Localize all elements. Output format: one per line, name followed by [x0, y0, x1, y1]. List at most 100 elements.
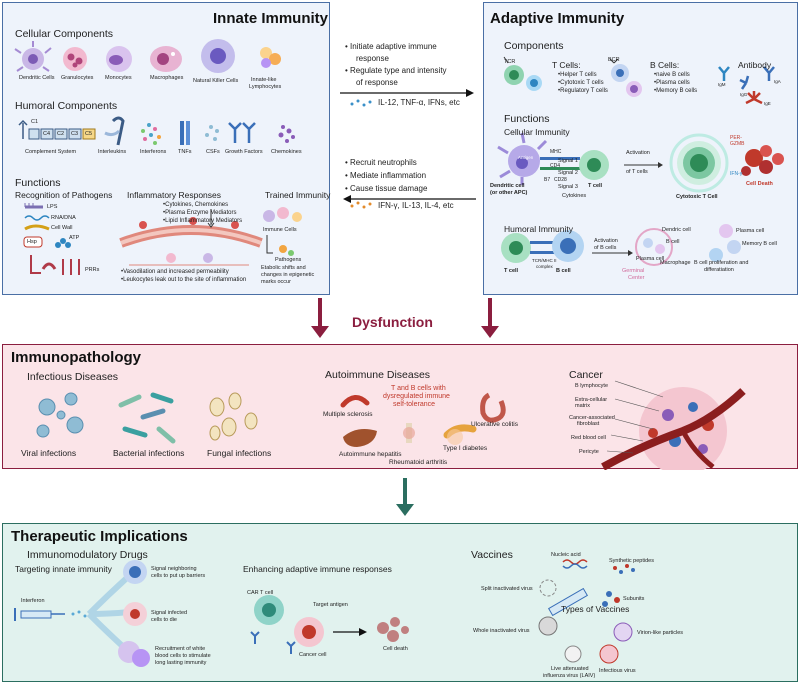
humoral-label-csfs: CSFs — [206, 149, 220, 155]
cell-death-label-thera: Cell death — [383, 646, 408, 652]
bcr-label: BCR — [608, 57, 620, 63]
cell-wall-icon — [24, 224, 50, 231]
vaccine-peptides: Synthetic peptides — [609, 558, 654, 564]
humoral-components-heading: Humoral Components — [15, 100, 118, 112]
cellular-immunity-heading: Cellular Immunity — [504, 127, 570, 137]
germinal-2: Center — [628, 275, 645, 281]
therapeutic-illustrations — [14, 559, 635, 667]
cytotoxic-label: Cytotoxic T Cell — [676, 194, 718, 200]
inflammation-effect-leukocytes: Leukocytes leak out to the site of infla… — [121, 277, 246, 283]
humoral-label-complement: Complement System — [25, 149, 77, 155]
infection-bacterial: Bacterial infections — [113, 448, 185, 458]
b7-label: B7 — [544, 177, 551, 183]
vaccine-types-title: Types of Vaccines — [561, 604, 630, 614]
nucleic-acid-icon — [562, 559, 588, 569]
vaccine-vlp: Virion-like particles — [637, 630, 684, 636]
cell-label-nk: Natural Killer Cells — [193, 78, 239, 84]
b-cell-2-icon — [626, 81, 642, 97]
split-virus-icon — [539, 579, 557, 597]
cellular-components-heading: Cellular Components — [15, 28, 114, 40]
humoral-immunity-heading: Humoral Immunity — [504, 224, 573, 234]
vaccine-laiv-2: influenza virus (LAIV) — [543, 673, 596, 679]
cell-label-lymphocytes: Lymphocytes — [249, 84, 282, 90]
antibody-ige: IgE — [764, 101, 771, 106]
dc-label-1: Dendritic cell — [490, 183, 525, 189]
cancer-caf-1: Cancer-associated — [569, 415, 615, 421]
tnf-icon — [180, 121, 190, 145]
cytotoxic-t-cell-icon — [669, 133, 729, 193]
crosstalk-bottom-bullet-2: Mediate inflammation — [345, 171, 426, 180]
activation-b-2: of B cells — [594, 245, 617, 251]
recognition-prrs: PRRs — [85, 267, 100, 273]
signal-2: Signal 2 — [558, 170, 578, 176]
tcell-helper: Helper T cells — [558, 72, 596, 78]
csf-icon — [205, 125, 219, 141]
laiv-icon — [564, 645, 582, 663]
antibody-decor-icon — [250, 631, 296, 654]
vaccine-whole: Whole inactivated virus — [473, 628, 530, 634]
tcell-cytotoxic: Cytotoxic T cells — [558, 80, 603, 86]
trained-note-3: marks occur — [261, 279, 291, 285]
plasma-cell-label: Plasma cell — [636, 256, 665, 262]
disease-diabetes: Type I diabetes — [443, 445, 488, 452]
b-cell-2-label: B cell — [666, 239, 680, 245]
dead-cell-icon — [377, 617, 409, 642]
dendritic-cell-apc-icon — [497, 132, 548, 185]
vaccine-nucleic-acid: Nucleic acid — [551, 552, 581, 558]
antigen-label: Antigen — [518, 155, 534, 160]
bcell-memory: Memory B cells — [654, 88, 697, 94]
innate-title: Innate Immunity — [213, 10, 329, 27]
pathogen-icon — [279, 245, 294, 256]
bcell-plasma: Plasma cells — [654, 80, 690, 86]
effect-2-line-2: cells to die — [151, 617, 177, 623]
mhc2-2: complex — [536, 264, 553, 269]
adaptive-illustrations — [497, 56, 784, 266]
infectious-heading: Infectious Diseases — [27, 371, 119, 383]
cell-label-macrophages: Macrophages — [150, 75, 184, 81]
signal-1: Signal 1 — [558, 158, 578, 164]
antibody-label: Antibody — [738, 60, 772, 70]
effect-3-line-1: Recruitment of white — [155, 646, 206, 652]
cancer-cell-label: Cancer cell — [299, 652, 327, 658]
liver-icon — [343, 429, 377, 447]
cytokines-label: Cytokines — [562, 193, 587, 199]
effect-1-line-1: Signal neighboring — [151, 566, 197, 572]
target-antigen-label: Target antigen — [313, 602, 348, 608]
cancer-heading: Cancer — [569, 369, 603, 381]
autoimmune-heading: Autoimmune Diseases — [325, 369, 431, 381]
vaccine-split: Split inactivated virus — [481, 586, 533, 592]
dc-label-2: (or other APC) — [490, 190, 528, 196]
recognition-hsp: Hsp — [27, 239, 37, 245]
t-cell-2-icon — [526, 75, 542, 91]
cell-label-granulocytes: Granulocytes — [61, 75, 94, 81]
germinal-1: Germinal — [622, 268, 645, 274]
vaccine-laiv-1: Live attenuated — [551, 666, 589, 672]
infected-cell-icon — [123, 602, 147, 626]
crosstalk-top-bullet-2-cont: of response — [356, 78, 398, 87]
recognition-title: Recognition of Pathogens — [15, 190, 113, 200]
humoral-t-cell-icon — [501, 233, 531, 263]
cell-label-innate-like: Innate-like — [251, 77, 277, 83]
effect-1-line-2: cells to put up barriers — [151, 573, 206, 579]
humoral-b-cell-icon — [552, 230, 584, 262]
dysfunction-label: Dysfunction — [352, 314, 433, 330]
interferon-label: Interferon — [21, 598, 45, 604]
fungi-icon — [209, 392, 258, 441]
dendric-cell-label: Dendric cell — [662, 227, 691, 233]
complement-c5: C5 — [85, 131, 93, 137]
vaccine-infectious: Infectious virus — [599, 668, 636, 674]
inflammatory-title: Inflammatory Responses — [127, 190, 222, 200]
tolerance-3: self-tolerance — [393, 401, 436, 408]
recognition-cell-wall: Cell Wall — [51, 225, 73, 231]
tumor-icon — [601, 387, 746, 470]
macrophage-label: Macrophage — [660, 260, 691, 266]
cancer-b-lymphocyte: B lymphocyte — [575, 383, 609, 389]
adaptive-immunity-panel: Adaptive Immunity Components TCR T Cells… — [483, 2, 798, 295]
adaptive-components-heading: Components — [504, 40, 564, 52]
ifn-label: IFN-γ — [730, 171, 743, 177]
cell-label-monocytes: Monocytes — [105, 75, 132, 81]
cd28-label: CD28 — [554, 177, 567, 183]
bcell-naive: naive B cells — [654, 72, 690, 78]
